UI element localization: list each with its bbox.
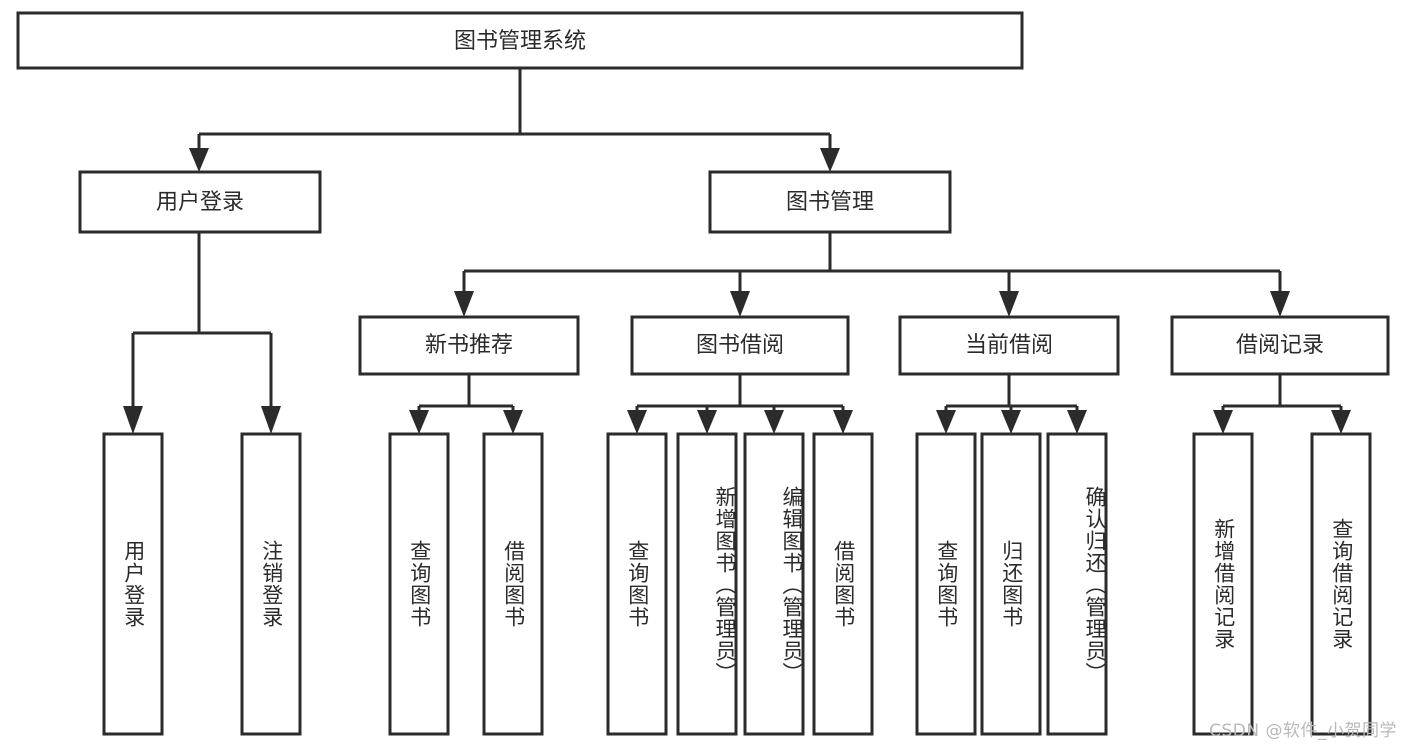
- arrowhead-leaf-query-book-2: [627, 410, 647, 434]
- node-new-book-rec[interactable]: 新书推荐: [358, 315, 580, 376]
- arrowhead-leaf-borrow-book-1: [503, 410, 523, 434]
- arrowhead-new-book-rec: [454, 291, 474, 317]
- leaf-boxes-group: [102, 432, 1372, 736]
- node-new-book-rec-box[interactable]: [358, 315, 580, 376]
- arrowhead-leaf-add-book: [697, 410, 717, 434]
- node-root-box[interactable]: [16, 11, 1024, 70]
- csdn-watermark: CSDN @软件_小贺同学: [1209, 721, 1397, 741]
- node-leaf-user-login-box[interactable]: [102, 432, 164, 736]
- node-current-borrow-label: 当前借阅: [965, 333, 1053, 358]
- node-book-manage-label: 图书管理: [786, 190, 874, 215]
- node-leaf-borrow-book-1-box[interactable]: [482, 432, 544, 736]
- node-book-manage[interactable]: 图书管理: [708, 170, 952, 234]
- node-root-label: 图书管理系统: [454, 29, 586, 54]
- node-current-borrow[interactable]: 当前借阅: [898, 315, 1120, 376]
- node-user-login-label: 用户登录: [156, 190, 244, 215]
- arrowhead-user-login: [189, 148, 209, 172]
- arrowhead-leaf-user-login: [123, 406, 143, 434]
- arrowhead-leaf-edit-book: [764, 410, 784, 434]
- arrowhead-current-borrow: [999, 291, 1019, 317]
- node-leaf-query-record-box[interactable]: [1310, 432, 1372, 736]
- arrowhead-leaf-query-record: [1331, 410, 1351, 434]
- arrowhead-leaf-query-book-3: [936, 410, 956, 434]
- node-book-borrow[interactable]: 图书借阅: [630, 315, 850, 376]
- node-leaf-query-book-1-box[interactable]: [388, 432, 450, 736]
- node-current-borrow-box[interactable]: [898, 315, 1120, 376]
- arrowhead-leaf-return-book: [1001, 410, 1021, 434]
- node-leaf-add-record-box[interactable]: [1192, 432, 1254, 736]
- node-leaf-query-book-3-box[interactable]: [915, 432, 977, 736]
- arrowhead-leaf-borrow-book-2: [833, 410, 853, 434]
- arrowhead-leaf-confirm-return: [1067, 410, 1087, 434]
- arrowhead-book-manage: [820, 148, 840, 172]
- node-leaf-return-book-box[interactable]: [980, 432, 1042, 736]
- node-leaf-logout-box[interactable]: [240, 432, 302, 736]
- node-borrow-record-box[interactable]: [1170, 315, 1390, 376]
- arrowhead-leaf-logout: [261, 406, 281, 434]
- node-leaf-confirm-return-box[interactable]: [1046, 432, 1108, 736]
- arrowhead-leaf-add-record: [1213, 410, 1233, 434]
- node-root[interactable]: 图书管理系统: [16, 11, 1024, 70]
- arrowhead-leaf-query-book-1: [409, 410, 429, 434]
- node-user-login[interactable]: 用户登录: [78, 170, 322, 234]
- arrowhead-book-borrow: [730, 291, 750, 317]
- node-book-borrow-label: 图书借阅: [696, 333, 784, 358]
- node-borrow-record[interactable]: 借阅记录: [1170, 315, 1390, 376]
- node-book-borrow-box[interactable]: [630, 315, 850, 376]
- node-borrow-record-label: 借阅记录: [1236, 333, 1324, 358]
- connector-group: [123, 68, 1351, 434]
- node-leaf-add-book-box[interactable]: [676, 432, 738, 736]
- node-new-book-rec-label: 新书推荐: [425, 333, 513, 358]
- node-leaf-query-book-2-box[interactable]: [606, 432, 668, 736]
- node-user-login-box[interactable]: [78, 170, 322, 234]
- node-book-manage-box[interactable]: [708, 170, 952, 234]
- arrowhead-borrow-record: [1270, 291, 1290, 317]
- node-leaf-edit-book-box[interactable]: [743, 432, 805, 736]
- node-leaf-borrow-book-2-box[interactable]: [812, 432, 874, 736]
